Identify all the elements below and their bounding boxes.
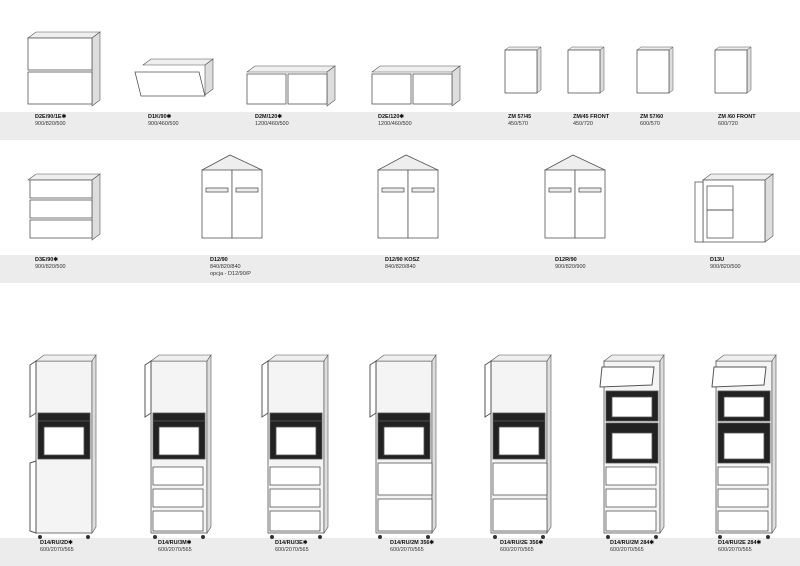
cabinet-drawing-tall2 xyxy=(484,354,575,550)
cabinet-drawing-wide2 xyxy=(246,30,337,225)
cabinet-code: ZM 57/45 xyxy=(508,114,532,120)
cabinet-code: D14/RU/2M 356✱ xyxy=(390,540,435,546)
cabinet-option: opcja - D12/90/P xyxy=(210,271,251,277)
cabinet-drawing-corner xyxy=(368,150,458,345)
cabinet-dimensions: 600/2070/565 xyxy=(610,547,644,553)
cabinet-code: D14/RU/3E✱ xyxy=(275,540,308,546)
cabinet-dimensions: 600/2070/565 xyxy=(718,547,752,553)
cabinet-label: D2E/120✱1200/460/500 xyxy=(378,114,412,128)
cabinet-dimensions: 1200/460/500 xyxy=(378,121,412,127)
cabinet-dimensions: 600/2070/565 xyxy=(40,547,74,553)
cabinet-drawing-tall2 xyxy=(369,354,460,550)
cabinet-code: D13U xyxy=(710,257,725,263)
cabinet-dimensions: 600/2070/565 xyxy=(390,547,424,553)
cabinet-code: D3E/90✱ xyxy=(35,257,58,263)
cabinet-dimensions: 600/2070/565 xyxy=(275,547,309,553)
cabinet-dimensions: 450/720 xyxy=(573,121,593,127)
cabinet-drawing-open xyxy=(694,150,785,345)
cabinet-drawing-panel xyxy=(714,30,800,225)
cabinet-dimensions: 450/570 xyxy=(508,121,528,127)
cabinet-code: D14/RU/2E 356✱ xyxy=(500,540,544,546)
cabinet-label: D2M/120✱1200/460/500 xyxy=(255,114,289,128)
cabinet-drawing-wide2 xyxy=(371,30,462,225)
cabinet-dimensions: 900/820/500 xyxy=(35,121,66,127)
cabinet-drawing-tallm xyxy=(710,354,800,550)
cabinet-code: D1K/90✱ xyxy=(148,114,172,120)
cabinet-code: D14/RU/2M 284✱ xyxy=(610,540,655,546)
cabinet-label: D3E/90✱900/820/500 xyxy=(35,257,66,271)
cabinet-code: ZM /60 FRONT xyxy=(718,114,756,120)
label-band-row-1 xyxy=(0,112,800,140)
cabinet-dimensions: 600/720 xyxy=(718,121,738,127)
cabinet-dimensions: 600/570 xyxy=(640,121,660,127)
cabinet-drawing-flap xyxy=(134,30,225,225)
cabinet-drawing-corner xyxy=(535,150,625,345)
cabinet-label: D14/RU/3E✱600/2070/565 xyxy=(275,540,309,554)
cabinet-label: D14/RU/2E 356✱600/2070/565 xyxy=(500,540,543,554)
cabinet-dimensions: 900/820/900 xyxy=(555,264,586,270)
cabinet-drawing-corner xyxy=(192,150,282,345)
cabinet-code: D2E/120✱ xyxy=(378,114,405,120)
cabinet-code: D2E/90/1E✱ xyxy=(35,114,67,120)
cabinet-drawing-tallm xyxy=(598,354,688,550)
cabinet-drawing-tall3 xyxy=(144,354,235,550)
cabinet-drawing-panel xyxy=(567,30,658,225)
cabinet-label: D14/RU/2D✱600/2070/565 xyxy=(40,540,74,554)
cabinet-code: ZM 57/60 xyxy=(640,114,664,120)
label-band-row-2 xyxy=(0,255,800,283)
cabinet-label: D1K/90✱900/460/500 xyxy=(148,114,179,128)
cabinet-drawing-panel xyxy=(636,30,727,225)
cabinet-code: D14/RU/2D✱ xyxy=(40,540,73,546)
cabinet-drawing-tall2d xyxy=(29,354,120,550)
cabinet-dimensions: 840/820/840 xyxy=(385,264,416,270)
label-band-row-3 xyxy=(0,538,800,566)
cabinet-label: D14/RU/2M 356✱600/2070/565 xyxy=(390,540,434,554)
cabinet-drawing-drawers3 xyxy=(27,150,118,345)
cabinet-code: D12/90 xyxy=(210,257,228,263)
cabinet-drawing-drawers2 xyxy=(27,30,118,225)
cabinet-dimensions: 600/2070/565 xyxy=(158,547,192,553)
cabinet-code: D12R/90 xyxy=(555,257,577,263)
cabinet-dimensions: 900/820/500 xyxy=(710,264,741,270)
cabinet-drawing-panel xyxy=(504,30,595,225)
cabinet-dimensions: 900/460/500 xyxy=(148,121,179,127)
cabinet-dimensions: 900/820/500 xyxy=(35,264,66,270)
cabinet-code: D2M/120✱ xyxy=(255,114,282,120)
cabinet-drawing-tall3 xyxy=(261,354,352,550)
cabinet-code: D12/90 KOSZ xyxy=(385,257,420,263)
cabinet-label: D14/RU/2M 284✱600/2070/565 xyxy=(610,540,654,554)
cabinet-dimensions: 840/820/840 xyxy=(210,264,241,270)
cabinet-label: D2E/90/1E✱900/820/500 xyxy=(35,114,66,128)
cabinet-dimensions: 1200/460/500 xyxy=(255,121,289,127)
cabinet-label: D14/RU/3M✱600/2070/565 xyxy=(158,540,192,554)
cabinet-dimensions: 600/2070/565 xyxy=(500,547,534,553)
cabinet-label: D14/RU/2E 284✱600/2070/565 xyxy=(718,540,761,554)
cabinet-code: ZM/45 FRONT xyxy=(573,114,610,120)
cabinet-code: D14/RU/3M✱ xyxy=(158,540,192,546)
cabinet-code: D14/RU/2E 284✱ xyxy=(718,540,762,546)
